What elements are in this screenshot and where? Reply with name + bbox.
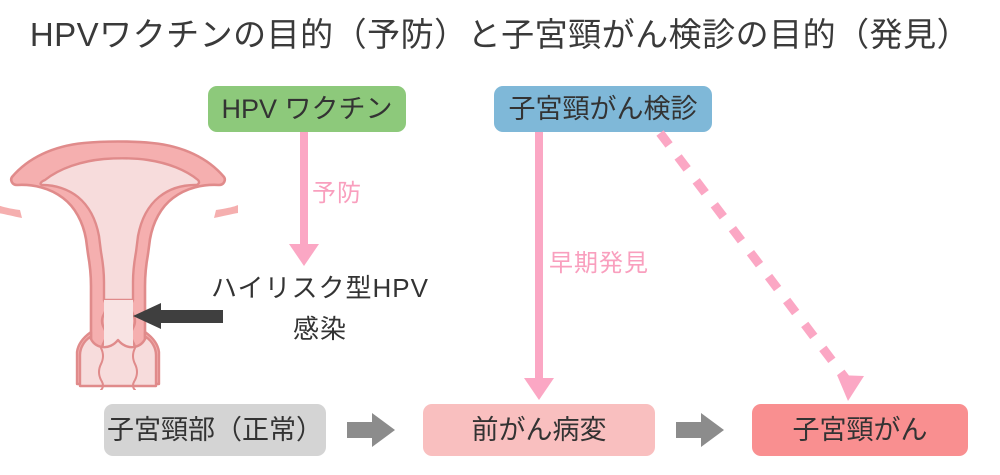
- dashed-diagonal-arrow-icon: [630, 125, 880, 410]
- hpv-vaccine-box[interactable]: HPV ワクチン: [208, 86, 406, 132]
- cervical-cancer-label: 子宮頸がん: [792, 414, 928, 445]
- precancerous-lesion-label: 前がん病変: [471, 414, 607, 445]
- cervical-cancer-box[interactable]: 子宮頸がん: [752, 404, 968, 456]
- hpv-infection-line-2: 感染: [292, 314, 347, 344]
- arrow-shaft: [300, 132, 308, 244]
- progression-right-arrow-icon-2: [676, 413, 724, 447]
- arrow-shaft: [535, 132, 543, 378]
- arrow-tail: [347, 422, 373, 438]
- normal-cervix-label: 子宮頸部（正常）: [107, 414, 323, 445]
- arrow-tip: [372, 413, 395, 447]
- prevention-down-arrow-icon: [289, 132, 319, 266]
- arrow-tail: [157, 310, 223, 323]
- left-arrow-icon: [133, 303, 223, 329]
- arrow-tail: [676, 422, 702, 438]
- page-title: HPVワクチンの目的（予防）と子宮頸がん検診の目的（発見）: [29, 16, 971, 53]
- arrow-head: [289, 244, 319, 266]
- arrow-tip: [133, 303, 161, 329]
- uterus-cross-section-illustration: [0, 132, 238, 391]
- normal-cervix-box[interactable]: 子宮頸部（正常）: [104, 404, 326, 456]
- arrow-tip: [701, 413, 724, 447]
- cervical-cancer-screening-box[interactable]: 子宮頸がん検診: [494, 86, 712, 132]
- early-detection-down-arrow-icon: [524, 132, 554, 400]
- arrow-head: [524, 378, 554, 400]
- prevention-label: 予防: [312, 180, 362, 207]
- hpv-infection-line-1: ハイリスク型HPV: [211, 273, 429, 303]
- hpv-vaccine-label: HPV ワクチン: [221, 93, 393, 124]
- early-detection-label: 早期発見: [549, 250, 649, 277]
- precancerous-lesion-box[interactable]: 前がん病変: [423, 404, 655, 456]
- hpv-infection-label: ハイリスク型HPV 感染: [190, 268, 450, 350]
- progression-right-arrow-icon-1: [347, 413, 395, 447]
- cervical-cancer-screening-label: 子宮頸がん検診: [508, 93, 698, 124]
